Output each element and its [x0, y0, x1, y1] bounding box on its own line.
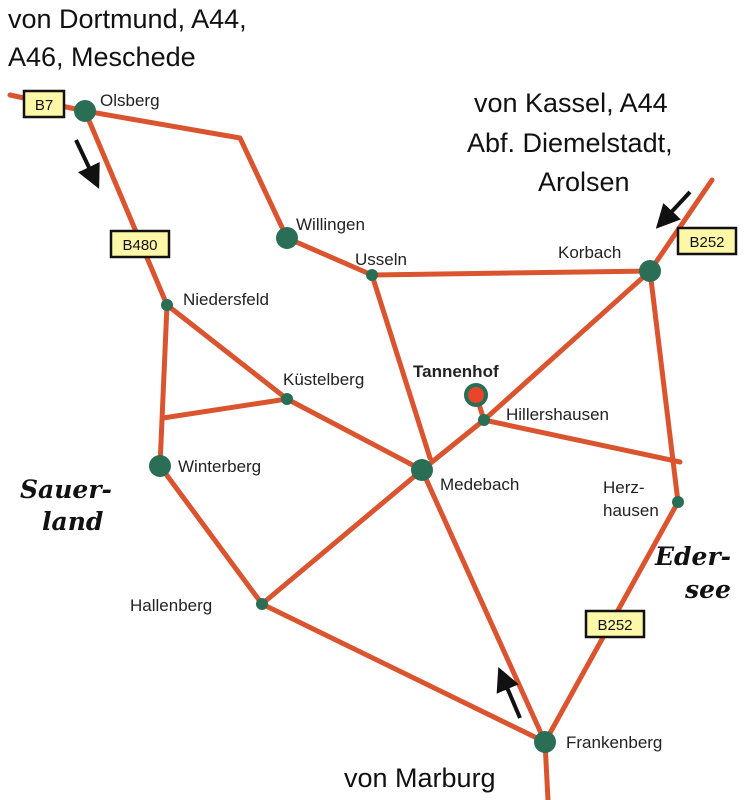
road-usseln-medebach [369, 272, 433, 461]
svg-text:B480: B480 [122, 237, 157, 254]
road-winterberg-frankenberg [157, 463, 548, 745]
from-dortmund-line1: von Dortmund, A44, [8, 4, 247, 34]
road-kuestelberg-link [160, 396, 290, 421]
destination-marker-tannenhof [464, 383, 488, 407]
town-marker-frankenberg [534, 731, 556, 753]
direction-labels: von Dortmund, A44, A46, Meschede von Kas… [8, 4, 673, 793]
town-marker-hillershausen [478, 414, 490, 426]
label-herzhausen-2: hausen [603, 501, 659, 520]
town-marker-winterberg [149, 455, 171, 477]
label-korbach: Korbach [558, 243, 621, 262]
region-edersee-1: Eder- [654, 542, 731, 571]
town-marker-willingen [276, 227, 298, 249]
town-marker-medebach [411, 459, 433, 481]
label-frankenberg: Frankenberg [566, 733, 662, 752]
label-medebach: Medebach [440, 475, 519, 494]
town-marker-niedersfeld [161, 299, 173, 311]
town-labels: Olsberg Willingen Usseln Korbach Nieders… [100, 91, 662, 752]
town-marker-usseln [366, 269, 378, 281]
road-b7-olsberg-korbach [7, 92, 653, 278]
sign-b252-north: B252 [676, 226, 738, 256]
label-herzhausen-1: Herz- [603, 478, 645, 497]
town-marker-korbach [639, 260, 661, 282]
road-signs: B7 B480 B252 B252 [22, 89, 738, 639]
road-hallenberg-medebach [259, 467, 548, 745]
roads [7, 92, 715, 800]
direction-arrows [74, 139, 692, 719]
label-olsberg: Olsberg [100, 91, 160, 110]
label-hallenberg: Hallenberg [130, 596, 212, 615]
sign-b252-south: B252 [584, 609, 646, 639]
town-marker-herzhausen [672, 496, 684, 508]
road-hillershausen-east [481, 417, 683, 465]
from-dortmund-line2: A46, Meschede [8, 42, 196, 72]
region-sauerland-2: land [42, 507, 103, 536]
label-willingen: Willingen [296, 215, 365, 234]
svg-text:B252: B252 [689, 234, 724, 251]
town-markers [74, 100, 684, 753]
town-marker-olsberg [74, 100, 96, 122]
label-hillershausen: Hillershausen [506, 405, 609, 424]
arrow-icon [655, 190, 692, 229]
arrow-icon [496, 666, 522, 719]
region-sauerland-1: Sauer- [20, 475, 112, 504]
sign-b480: B480 [109, 229, 171, 259]
svg-text:B7: B7 [35, 97, 53, 114]
town-marker-hallenberg [256, 598, 268, 610]
town-marker-kuestelberg [281, 393, 293, 405]
region-labels: Sauer- land Eder- see [20, 475, 731, 604]
svg-text:B252: B252 [597, 617, 632, 634]
label-winterberg: Winterberg [178, 457, 261, 476]
from-kassel-line2: Abf. Diemelstadt, [467, 128, 673, 158]
label-usseln: Usseln [355, 250, 407, 269]
road-b480 [82, 108, 170, 469]
from-marburg: von Marburg [344, 763, 496, 793]
region-edersee-2: see [684, 575, 731, 604]
label-kuestelberg: Küstelberg [283, 370, 364, 389]
label-tannenhof: Tannenhof [413, 362, 499, 381]
label-niedersfeld: Niedersfeld [183, 290, 269, 309]
from-kassel-line1: von Kassel, A44 [474, 88, 668, 118]
sign-b7: B7 [22, 89, 66, 119]
from-kassel-line3: Arolsen [538, 167, 630, 197]
arrow-icon [74, 139, 100, 189]
